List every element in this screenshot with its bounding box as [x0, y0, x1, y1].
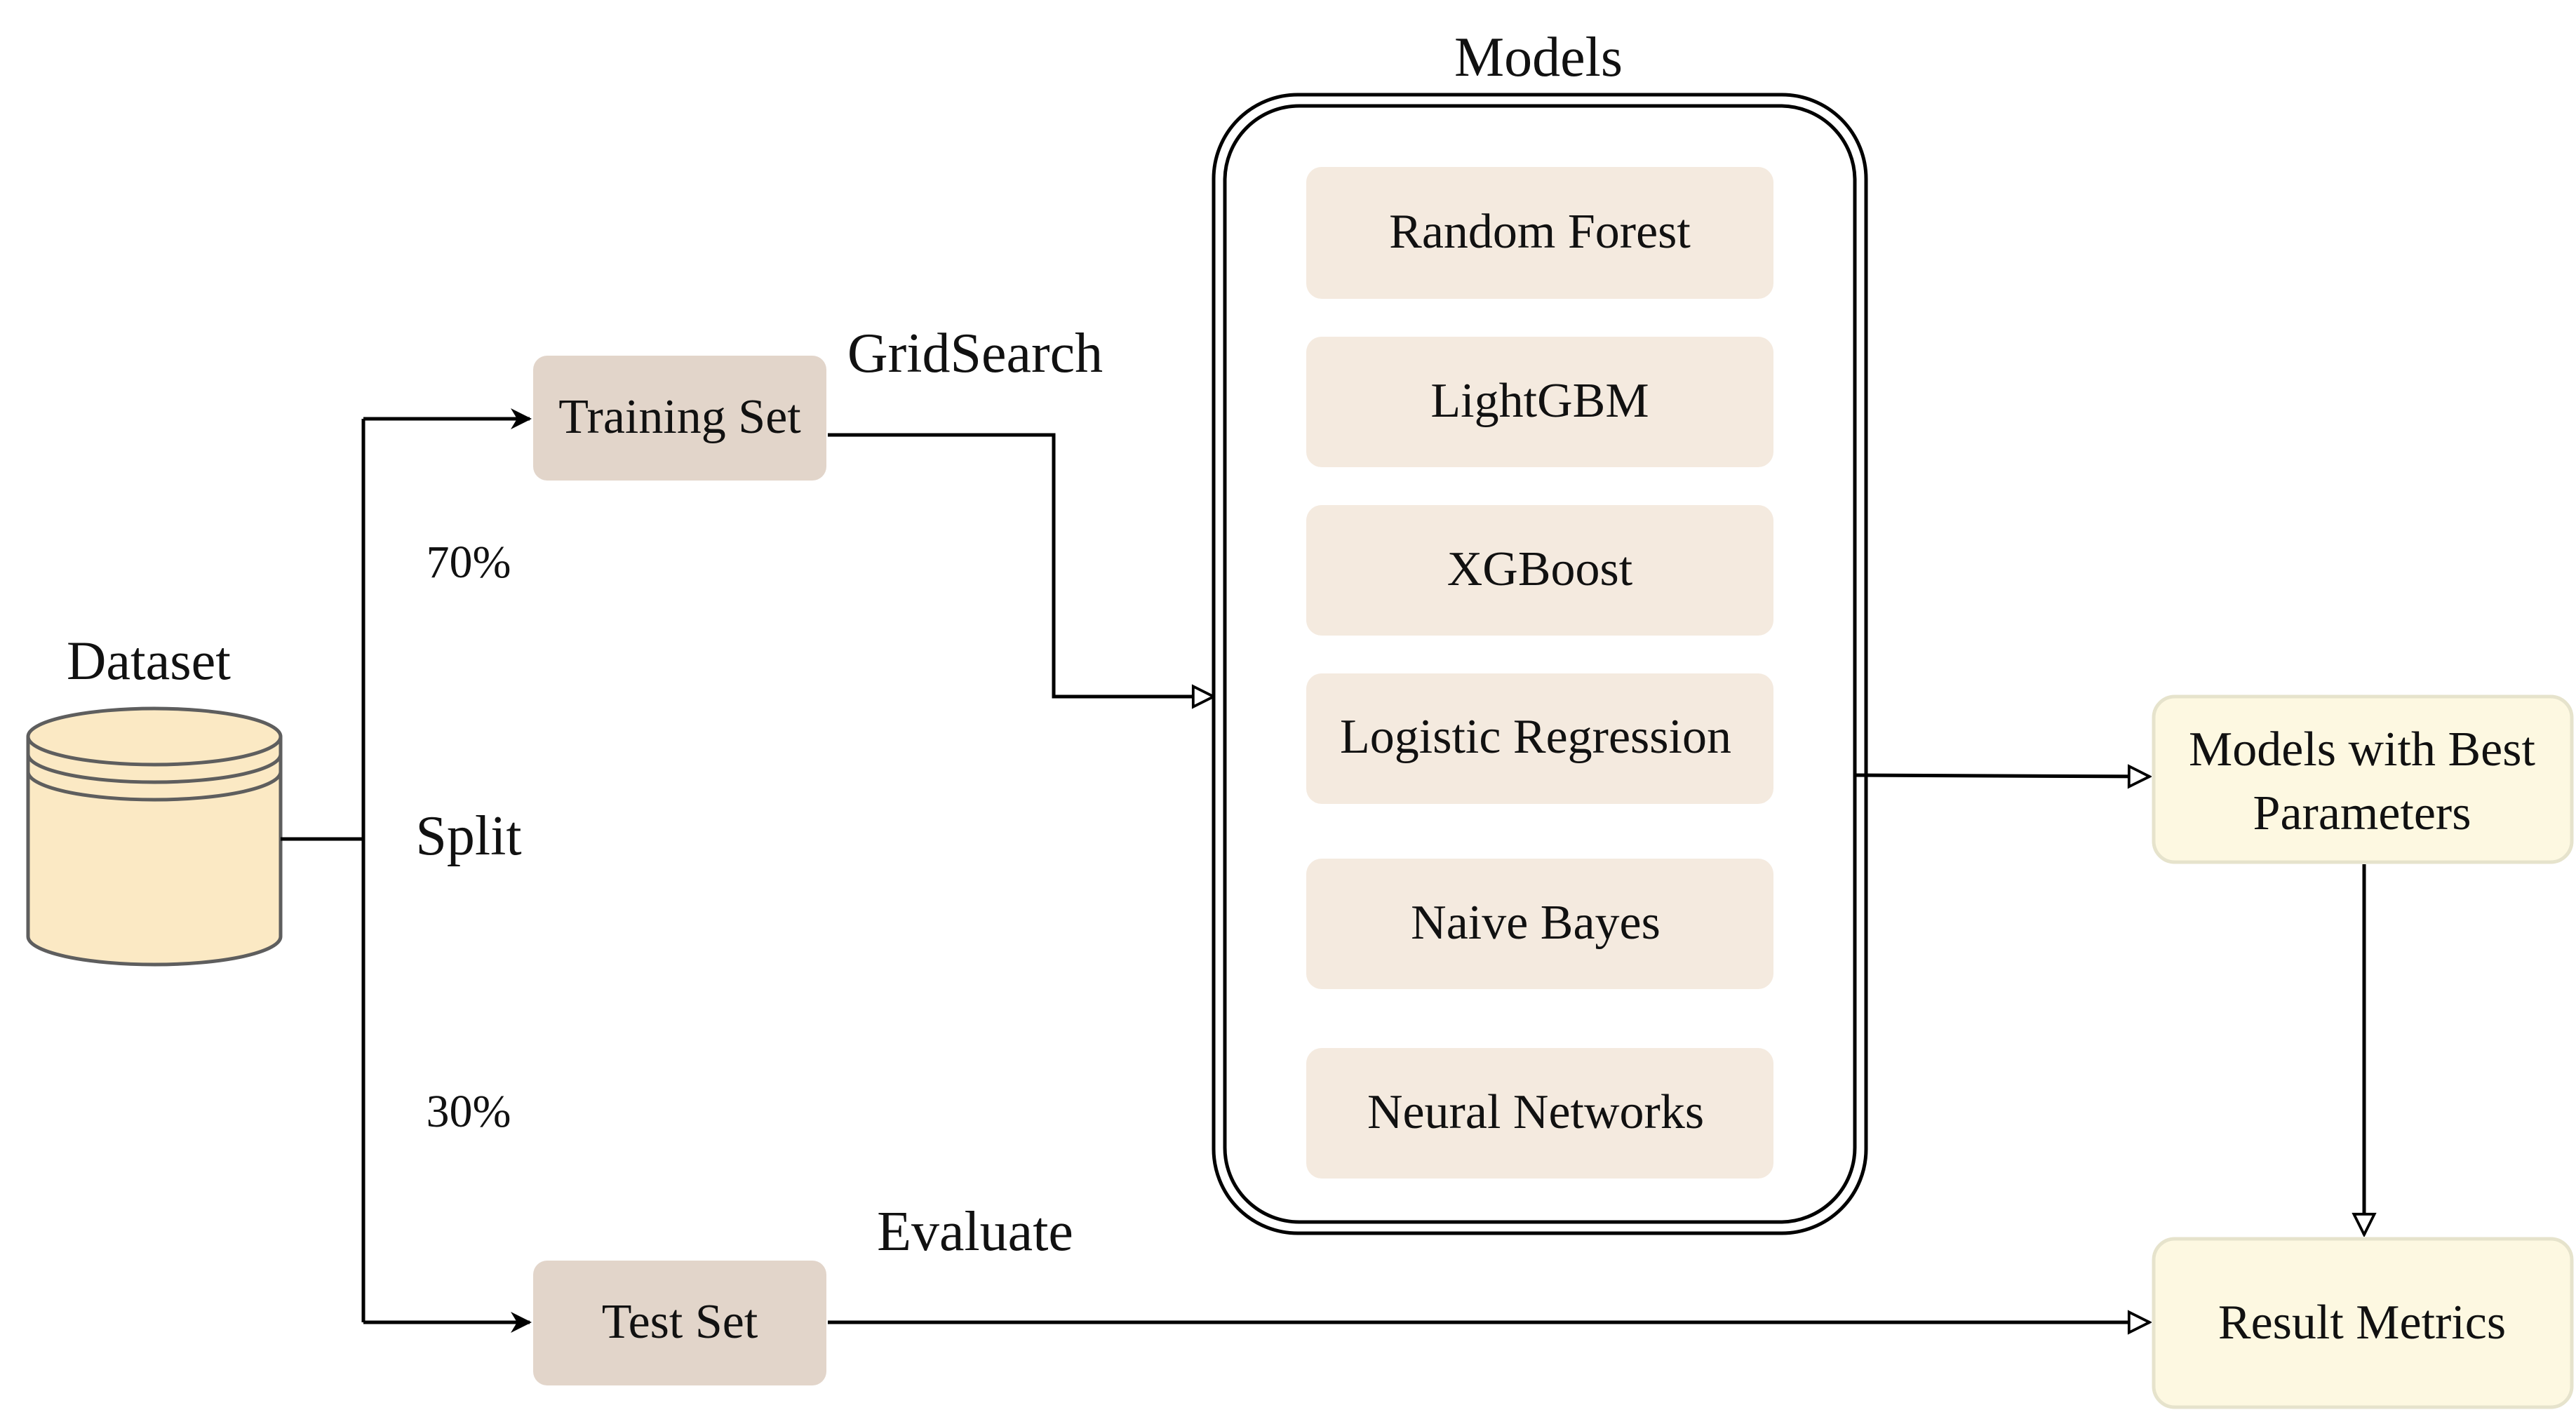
test-set-label: Test Set	[602, 1295, 758, 1349]
model-xgboost: XGBoost	[1306, 505, 1773, 636]
model-random-forest: Random Forest	[1306, 167, 1773, 299]
split-connector	[281, 408, 532, 1333]
model-label: Logistic Regression	[1340, 710, 1731, 764]
gridsearch-connector	[828, 433, 1214, 697]
best-params-label-line1: Models with Best	[2189, 723, 2535, 777]
test-set-node: Test Set	[533, 1261, 826, 1385]
model-label: Random Forest	[1389, 205, 1691, 259]
dataset-label: Dataset	[67, 630, 231, 691]
result-metrics-label: Result Metrics	[2218, 1296, 2506, 1350]
model-lightgbm: LightGBM	[1306, 337, 1773, 467]
model-naive-bayes: Naive Bayes	[1306, 859, 1773, 989]
model-label: LightGBM	[1430, 374, 1649, 428]
model-logistic-regression: Logistic Regression	[1306, 673, 1773, 804]
gridsearch-label: GridSearch	[847, 323, 1103, 384]
train-percent-label: 70%	[427, 537, 511, 588]
evaluate-label: Evaluate	[877, 1201, 1073, 1263]
models-title: Models	[1454, 27, 1623, 88]
result-metrics-node: Result Metrics	[2152, 1237, 2574, 1409]
training-set-node: Training Set	[533, 356, 826, 481]
test-percent-label: 30%	[427, 1086, 511, 1137]
model-neural-networks: Neural Networks	[1306, 1048, 1773, 1179]
best-params-node: Models with Best Parameters	[2152, 694, 2574, 864]
model-label: Neural Networks	[1367, 1085, 1704, 1139]
split-label: Split	[415, 805, 521, 867]
training-set-label: Training Set	[558, 390, 801, 444]
models-output-connector	[1854, 775, 2149, 777]
best-params-label-line2: Parameters	[2253, 786, 2471, 840]
dataset-database-icon	[26, 706, 283, 967]
model-label: XGBoost	[1447, 542, 1633, 596]
model-label: Naive Bayes	[1411, 896, 1661, 950]
